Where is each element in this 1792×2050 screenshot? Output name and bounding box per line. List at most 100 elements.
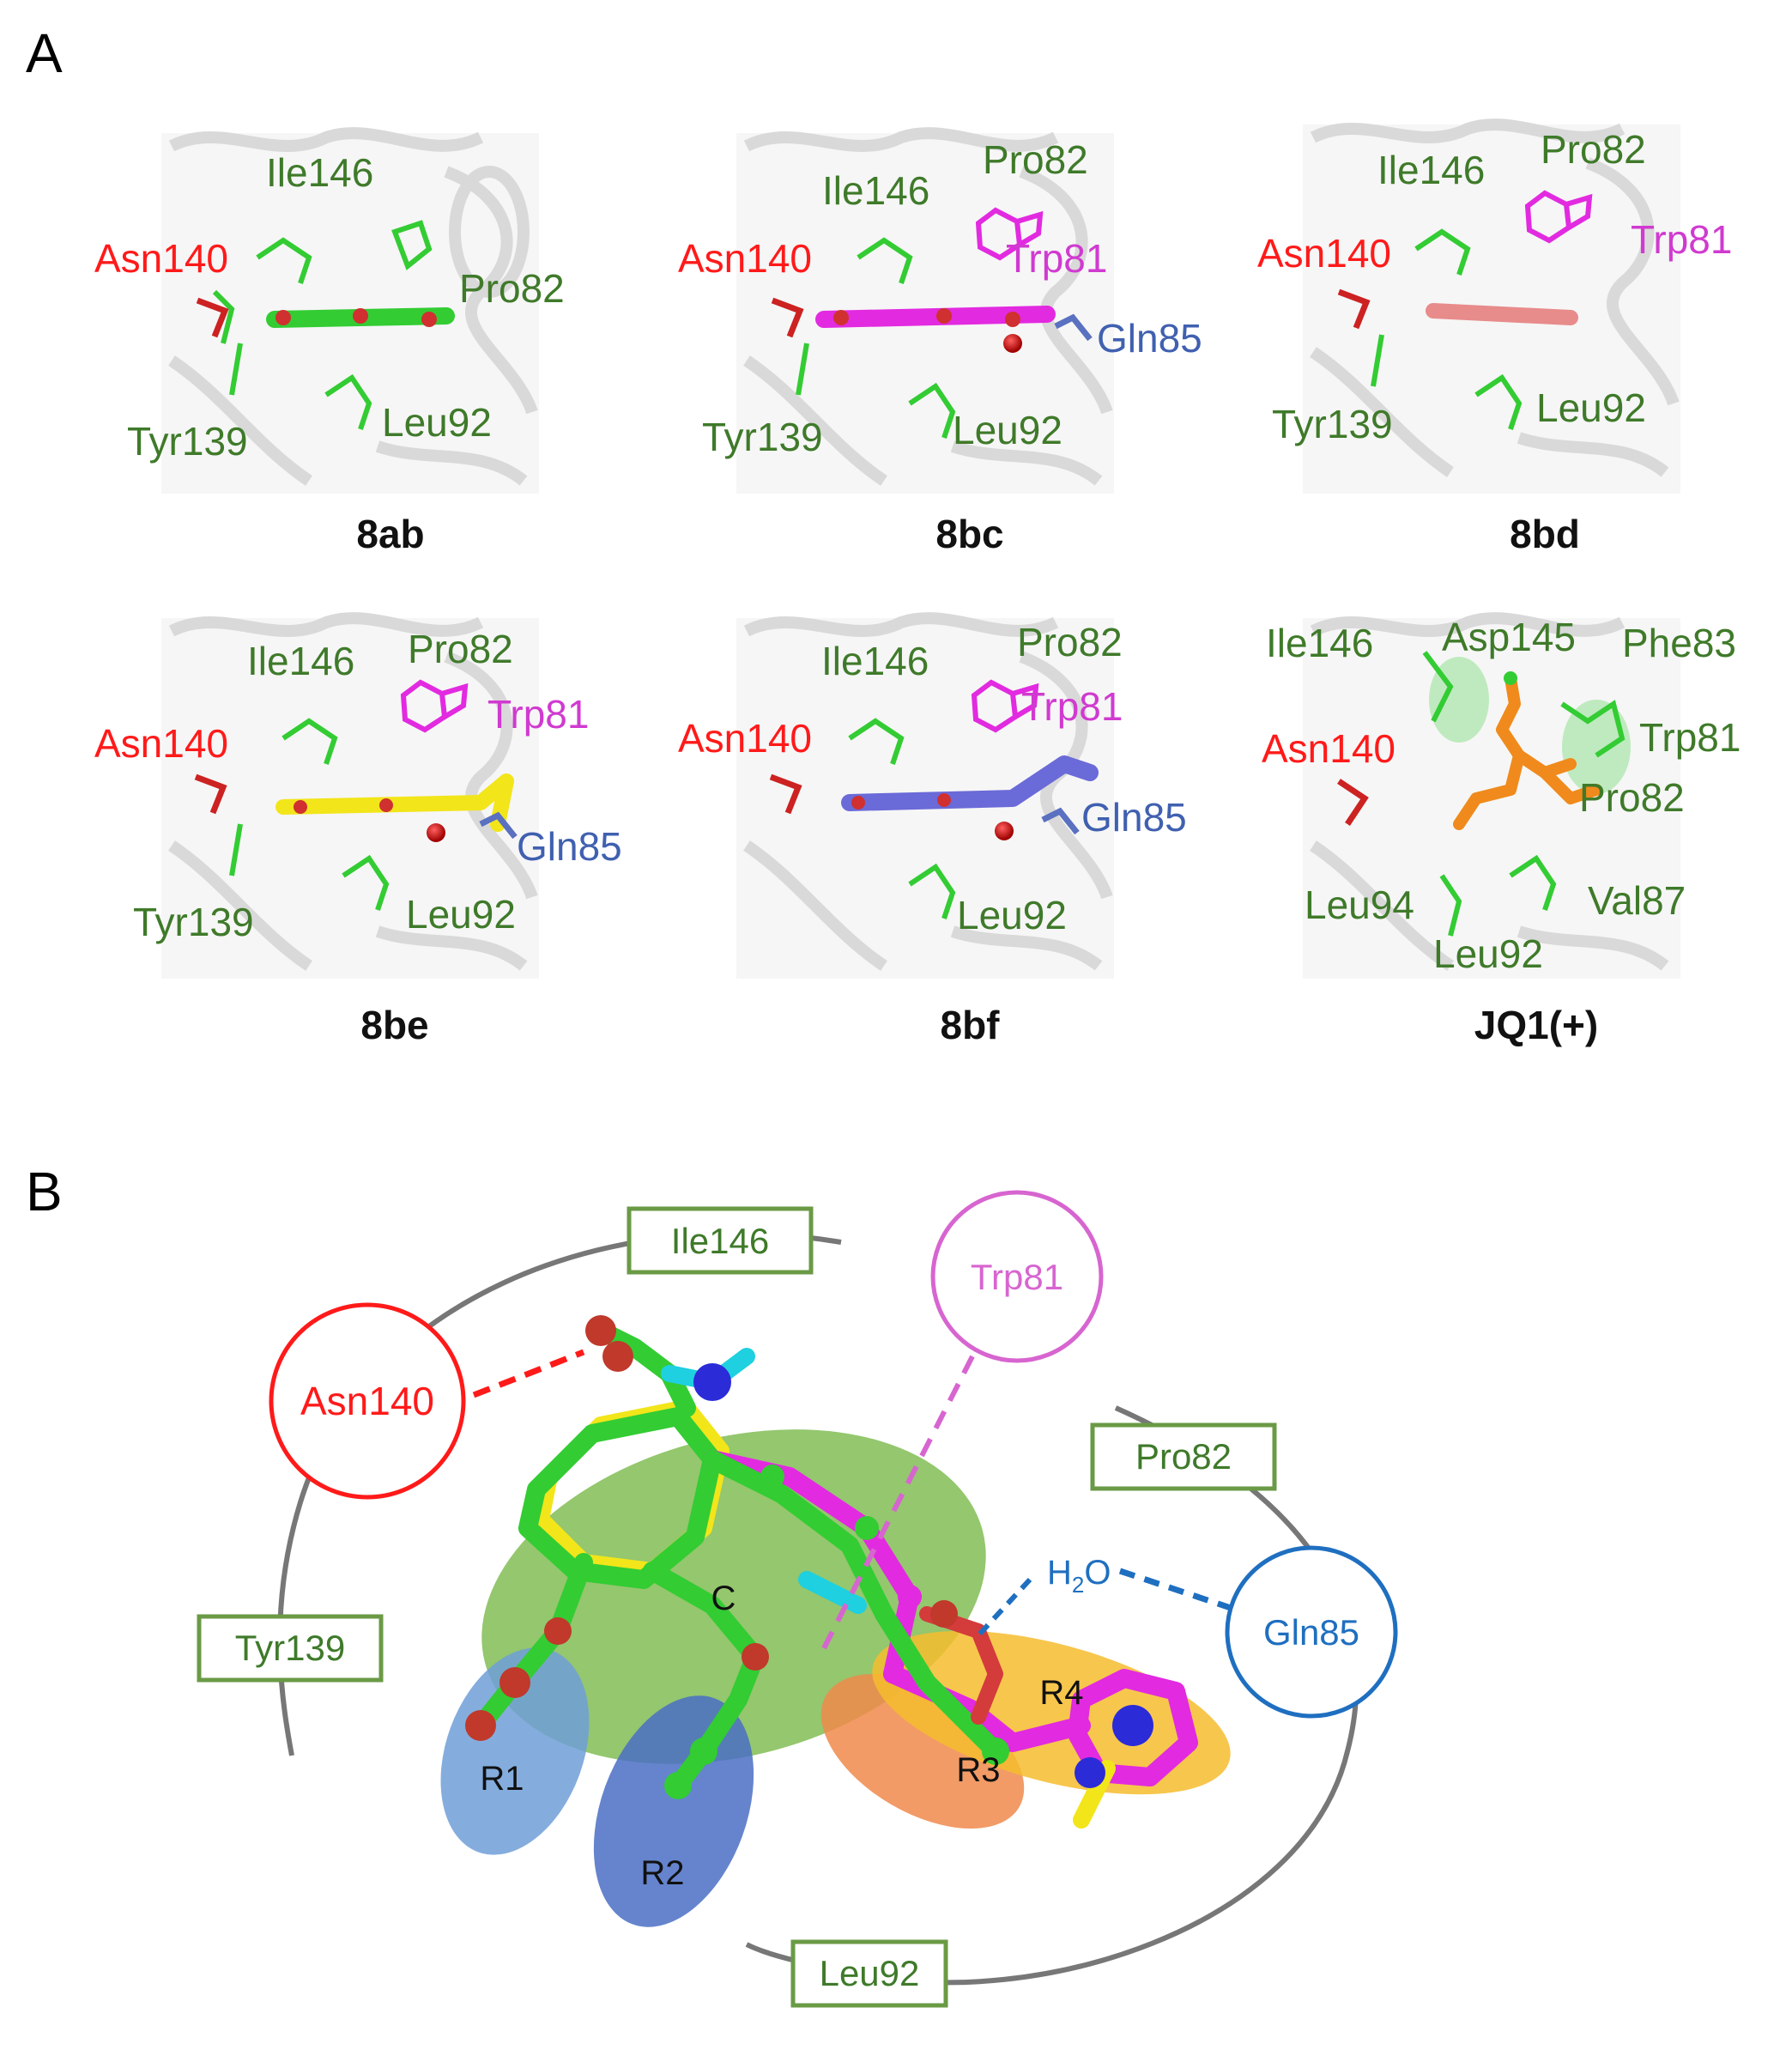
residue-label-pro82: Pro82 — [1135, 1436, 1232, 1477]
trp81-ring — [975, 207, 1044, 261]
panel-caption-8be: 8be — [360, 1003, 428, 1047]
panel-b-label: B — [26, 1161, 63, 1222]
ligand-jq1 — [1453, 671, 1602, 830]
residue-label-gln85: Gln85 — [1097, 316, 1202, 361]
residue-circle-gln85: Gln85 — [1225, 1545, 1398, 1719]
residue-label-leu92: Leu92 — [953, 408, 1062, 452]
residue-box-ile146: Ile146 — [627, 1206, 814, 1275]
residue-label-asn140: Asn140 — [678, 716, 812, 761]
residue-label-leu92: Leu92 — [1433, 931, 1543, 976]
residue-label-tyr139: Tyr139 — [1272, 402, 1393, 446]
residue-label-asn140: Asn140 — [94, 721, 228, 766]
residue-sticks — [229, 718, 390, 911]
panel-b: Ile146 Asn140 Trp81 Pro82 Tyr139 Gln85 L… — [197, 1190, 1398, 2008]
ligand-8bf — [841, 755, 1099, 811]
residue-label-asn140: Asn140 — [1262, 726, 1395, 771]
residue-label-pro82: Pro82 — [1017, 620, 1123, 664]
panel-caption-8bf: 8bf — [941, 1003, 1001, 1047]
panel-8be: Ile146 Pro82 Asn140 Trp81 Gln85 Tyr139 L… — [94, 612, 622, 1047]
region-label-r1: R1 — [480, 1760, 524, 1798]
residue-label-leu92: Leu92 — [957, 893, 1067, 937]
residue-label-trp81: Trp81 — [1006, 236, 1107, 281]
protein-backdrop — [736, 612, 1114, 979]
region-label-r2: R2 — [640, 1854, 684, 1892]
residue-label-trp81: Trp81 — [1021, 684, 1123, 729]
residue-label-leu92: Leu92 — [382, 400, 492, 445]
region-label-r4: R4 — [1039, 1674, 1083, 1712]
pocket-region-r4 — [872, 1630, 1231, 1795]
hbond-water-gln85 — [1118, 1568, 1238, 1613]
residue-label-gln85: Gln85 — [517, 824, 622, 869]
residue-label-ile146: Ile146 — [1377, 148, 1485, 192]
residue-sticks — [848, 718, 956, 919]
water-label: H2O — [1047, 1554, 1111, 1598]
residue-label-gln85: Gln85 — [1081, 795, 1187, 840]
panel-caption-8ab: 8ab — [356, 512, 424, 556]
residue-label-ile146: Ile146 — [822, 168, 929, 213]
panel-caption-8bc: 8bc — [935, 512, 1003, 556]
residue-label-trp81: Trp81 — [487, 692, 589, 737]
residue-label-tyr139: Tyr139 — [235, 1628, 345, 1668]
residue-label-tyr139: Tyr139 — [702, 415, 823, 459]
ligand-atoms — [465, 1315, 1153, 1799]
region-label-c: C — [711, 1580, 736, 1617]
panel-caption-jq1: JQ1(+) — [1474, 1003, 1598, 1047]
residue-label-trp81: Trp81 — [1631, 217, 1732, 262]
surface-patch — [1562, 700, 1631, 794]
residue-label-ile146: Ile146 — [266, 150, 373, 195]
residue-label-pro82: Pro82 — [459, 266, 565, 311]
pocket-region-r1 — [440, 1647, 590, 1855]
ligand-8bc — [815, 306, 1056, 328]
ligand-8be — [275, 773, 514, 832]
panel-caption-8bd: 8bd — [1510, 512, 1580, 556]
residue-box-leu92: Leu92 — [790, 1939, 948, 2008]
residue-sticks — [1422, 651, 1626, 937]
residue-label-ile146: Ile146 — [247, 639, 354, 683]
residue-circle-trp81: Trp81 — [930, 1190, 1104, 1363]
residue-label-val87: Val87 — [1588, 878, 1686, 923]
panel-8ab: Ile146 Asn140 Pro82 Tyr139 Leu92 8ab — [94, 127, 565, 556]
ligand-8ab — [266, 307, 455, 328]
residue-label-tyr139: Tyr139 — [127, 419, 248, 464]
residue-label-pro82: Pro82 — [408, 627, 513, 671]
panel-jq1: Ile146 Asp145 Phe83 Asn140 Trp81 Pro82 L… — [1262, 612, 1741, 1047]
residue-label-ile146: Ile146 — [1266, 621, 1373, 665]
region-label-r3: R3 — [956, 1751, 1000, 1789]
residue-label-ile146: Ile146 — [671, 1221, 769, 1261]
residue-label-pro82: Pro82 — [983, 137, 1088, 182]
residue-label-leu94: Leu94 — [1305, 882, 1414, 927]
panel-8bd: Ile146 Pro82 Asn140 Trp81 Tyr139 Leu92 8… — [1257, 118, 1732, 556]
residue-label-trp81: Trp81 — [1639, 715, 1741, 760]
panel-8bf: Ile146 Pro82 Asn140 Trp81 Gln85 Leu92 8b… — [678, 612, 1187, 1047]
hbond-water-ligand — [976, 1577, 1032, 1638]
residue-label-asn140: Asn140 — [1257, 231, 1391, 276]
residue-label-ile146: Ile146 — [821, 639, 929, 683]
residue-label-asp145: Asp145 — [1442, 615, 1576, 659]
residue-circle-asn140: Asn140 — [269, 1302, 466, 1500]
residue-label-leu92: Leu92 — [406, 892, 516, 937]
trp81-ring — [971, 679, 1039, 733]
residue-label-leu92: Leu92 — [820, 1953, 920, 1993]
residue-box-pro82: Pro82 — [1090, 1422, 1277, 1491]
panel-a-label: A — [26, 22, 63, 84]
residue-label-phe83: Phe83 — [1622, 621, 1736, 665]
residue-label-asn140: Asn140 — [300, 1379, 434, 1423]
residue-label-tyr139: Tyr139 — [133, 900, 254, 944]
residue-label-pro82: Pro82 — [1579, 775, 1685, 820]
residue-label-asn140: Asn140 — [94, 236, 228, 281]
trp81-ring — [1524, 190, 1593, 244]
residue-label-gln85: Gln85 — [1263, 1612, 1359, 1653]
interaction-trp81 — [821, 1355, 975, 1650]
residue-label-asn140: Asn140 — [678, 236, 812, 281]
trp81-ring — [400, 679, 469, 733]
residue-label-leu92: Leu92 — [1536, 385, 1646, 430]
residue-sticks — [796, 237, 956, 439]
residue-label-trp81: Trp81 — [971, 1257, 1063, 1297]
residue-sticks — [1371, 228, 1523, 430]
hbond-asn140 — [472, 1349, 585, 1398]
residue-label-pro82: Pro82 — [1541, 127, 1646, 172]
panel-8bc: Ile146 Pro82 Asn140 Trp81 Gln85 Tyr139 L… — [678, 127, 1202, 556]
residue-sticks — [212, 220, 433, 430]
residue-box-tyr139: Tyr139 — [197, 1614, 384, 1683]
